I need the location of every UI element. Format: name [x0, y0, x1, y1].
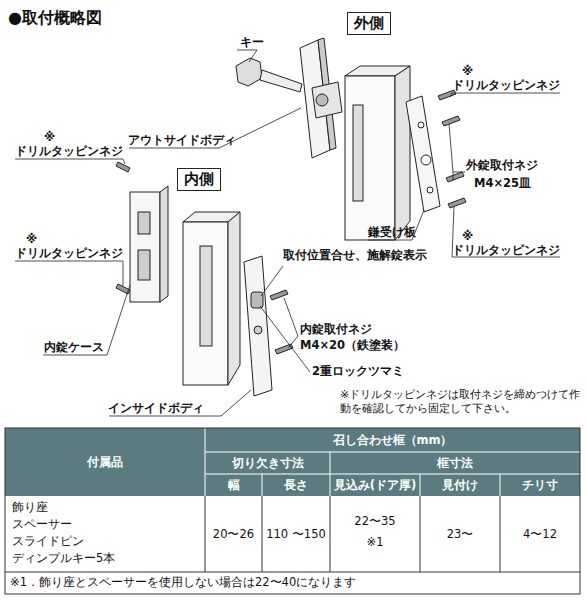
callout-label: 取付位置合せ、施解錠表示 — [283, 248, 427, 262]
table-cell: 20〜26 — [205, 496, 262, 572]
diagram-title: ●取付概略図 — [8, 8, 102, 28]
callout-label: 外錠取付ネジ — [466, 158, 538, 172]
callout-label: M4×25皿 — [474, 176, 531, 190]
side-label-box: 内側 — [177, 168, 221, 191]
table-header: 付属品 — [5, 428, 205, 496]
callout-label: ※ — [462, 229, 473, 243]
table-cell: 22〜35 — [330, 506, 420, 536]
table-header: 幅 — [205, 474, 262, 496]
side-label: 内側 — [184, 170, 214, 189]
callout-label: ドリルタッピンネジ — [452, 243, 560, 257]
table-header: 切り欠き寸法 — [205, 452, 330, 474]
callout-label: 鎌受け板 — [368, 225, 416, 239]
callout-label: ドリルタッピンネジ — [15, 246, 123, 260]
table-header: 見付け — [420, 474, 500, 496]
callout-label: キー — [240, 35, 264, 49]
table-cell: 110 〜150 — [262, 496, 330, 572]
table-cell: ※1 — [330, 532, 420, 552]
callout-label: インサイドボディ — [108, 401, 204, 415]
table-cell: ※1．飾り座とスペーサーを使用しない場合は22〜40になります — [10, 575, 356, 589]
table-cell: 4〜12 — [500, 496, 580, 572]
side-label: 外側 — [354, 14, 384, 33]
table-cell: ディンプルキー5本 — [12, 551, 115, 565]
callout-label: 内錠ケース — [44, 340, 104, 354]
table-cell: スペーサー — [12, 517, 72, 531]
table-header: 召し合わせ框（mm） — [205, 428, 580, 452]
callout-label: ※ — [462, 64, 473, 78]
side-label-box: 外側 — [347, 12, 391, 35]
callout-label: ドリルタッピンネジ — [15, 144, 123, 158]
note: ※ドリルタッピンネジは取付ネジを締めつけて作動を確認してから固定して下さい。 — [340, 388, 582, 416]
table-cell: スライドピン — [12, 534, 84, 548]
callout-label: ※ — [44, 130, 55, 144]
callout-label: ドリルタッピンネジ — [452, 78, 560, 92]
callout-label: M4×20（鉄塗装） — [300, 338, 405, 352]
callout-label: ※ — [26, 232, 37, 246]
table-header: 見込み(ドア厚) — [330, 474, 420, 496]
callout-label: 内錠取付ネジ — [300, 322, 372, 336]
table-header: 框寸法 — [330, 452, 580, 474]
table-header: 長さ — [262, 474, 330, 496]
callout-label: アウトサイドボディ — [128, 133, 236, 147]
callout-label: 2重ロックツマミ — [312, 364, 404, 378]
table-header: チリ寸 — [500, 474, 580, 496]
table-cell: 23〜 — [420, 496, 500, 572]
table-cell: 飾り座 — [12, 500, 48, 514]
